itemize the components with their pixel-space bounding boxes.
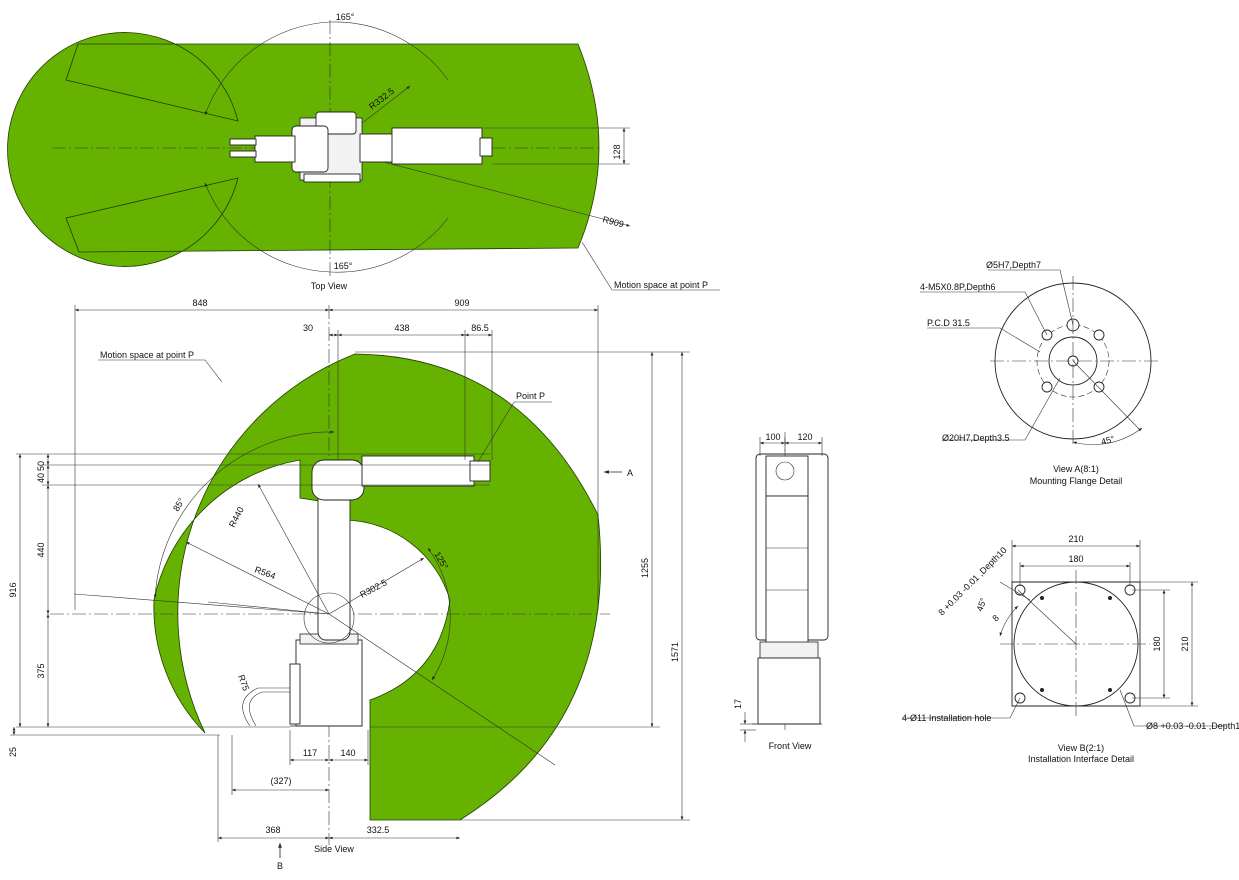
- side-view-caption: Side View: [314, 844, 354, 854]
- view-a-thread-label: 4-M5X0.8P,Depth6: [920, 282, 995, 292]
- side-d848-label: 848: [192, 298, 207, 308]
- top-angle-arc-lower: [204, 182, 331, 273]
- side-d1571-label: 1571: [670, 642, 680, 662]
- view-a-bore-label: Ø20H7,Depth3.5: [942, 433, 1010, 443]
- top-view-caption: Top View: [311, 281, 348, 291]
- top-r-outer-label: R909: [601, 214, 624, 229]
- view-b-pin-right-label: Ø8 +0.03 -0.01 ,Depth10: [1146, 721, 1239, 731]
- front-d17-label: 17: [733, 699, 743, 709]
- view-b-small-label: 8: [990, 613, 1001, 624]
- top-angle-bottom-label: 165°: [334, 261, 353, 271]
- top-motion-space-label: Motion space at point P: [614, 280, 708, 290]
- side-view: 848 909 30 438 86.5 50 40 440 375 916 25: [8, 298, 690, 871]
- side-r564-label: R564: [253, 564, 277, 581]
- view-b-d180-top: 180: [1068, 554, 1083, 564]
- side-motion-space-label: Motion space at point P: [100, 350, 194, 360]
- side-r440-label: R440: [227, 505, 246, 529]
- side-r302-label: R302.5: [358, 577, 388, 599]
- side-angle-85-arc: [153, 430, 335, 599]
- side-view-b-arrow: B: [277, 861, 283, 871]
- side-d375-label: 375: [36, 663, 46, 678]
- side-view-a-arrow: A: [627, 468, 633, 478]
- view-a-angle-label: 45°: [1100, 434, 1116, 447]
- side-d332-label: 332.5: [367, 825, 390, 835]
- view-a-pin-label: Ø5H7,Depth7: [986, 260, 1041, 270]
- view-b-d180-right: 180: [1152, 636, 1162, 651]
- front-view-caption: Front View: [769, 741, 812, 751]
- side-d25-label: 25: [8, 747, 18, 757]
- front-view: 100 120 17 Front View: [733, 432, 829, 751]
- side-d368-label: 368: [265, 825, 280, 835]
- side-r75-label: R75: [236, 673, 251, 692]
- side-r564-line: [185, 541, 330, 615]
- view-b: 210 180 210 180 45° 8 8 +0.03 -0.01 ,Dep…: [902, 534, 1239, 764]
- view-b-pin-left-label: 8 +0.03 -0.01 ,Depth10: [936, 545, 1008, 617]
- side-d117-label: 117: [303, 748, 317, 758]
- side-point-p-label: Point P: [516, 391, 545, 401]
- view-a-caption-1: View A(8:1): [1053, 464, 1099, 474]
- side-d140-label: 140: [340, 748, 355, 758]
- top-width-label: 128: [612, 144, 622, 159]
- top-view: 128 165° 165° R332.5 R909 Top View Motio…: [7, 12, 720, 291]
- side-d30-label: 30: [303, 323, 313, 333]
- side-angle-125-arc: [427, 547, 451, 681]
- view-b-d210-top: 210: [1068, 534, 1083, 544]
- view-a-pcd-label: P.C.D 31.5: [927, 318, 970, 328]
- top-angle-top-label: 165°: [336, 12, 355, 22]
- side-d916-label: 916: [8, 582, 18, 597]
- view-b-caption-1: View B(2:1): [1058, 743, 1104, 753]
- front-d100-label: 100: [765, 432, 780, 442]
- side-d86-label: 86.5: [471, 323, 489, 333]
- view-a-caption-2: Mounting Flange Detail: [1030, 476, 1123, 486]
- side-d1255-label: 1255: [640, 558, 650, 578]
- top-angle-arc-lower-r: [329, 217, 449, 273]
- front-d120-label: 120: [797, 432, 812, 442]
- top-angle-arc-upper: [204, 21, 331, 116]
- view-b-holes-label: 4-Ø11 Installation hole: [902, 713, 991, 723]
- side-r440-line: [257, 483, 330, 615]
- side-d327-label: (327): [270, 776, 291, 786]
- view-a: Ø5H7,Depth7 4-M5X0.8P,Depth6 P.C.D 31.5 …: [920, 260, 1160, 486]
- view-b-d210-right: 210: [1180, 636, 1190, 651]
- side-r302-line: [328, 557, 425, 615]
- top-angle-arc-upper-r: [329, 21, 449, 81]
- side-d909-label: 909: [454, 298, 469, 308]
- side-d440-label: 440: [36, 542, 46, 557]
- side-d40-label: 40: [36, 473, 46, 483]
- top-robot: [229, 111, 493, 183]
- view-b-caption-2: Installation Interface Detail: [1028, 754, 1134, 764]
- view-b-angle-label: 45°: [974, 596, 988, 613]
- side-d50-label: 50: [36, 461, 46, 471]
- side-d438-label: 438: [394, 323, 409, 333]
